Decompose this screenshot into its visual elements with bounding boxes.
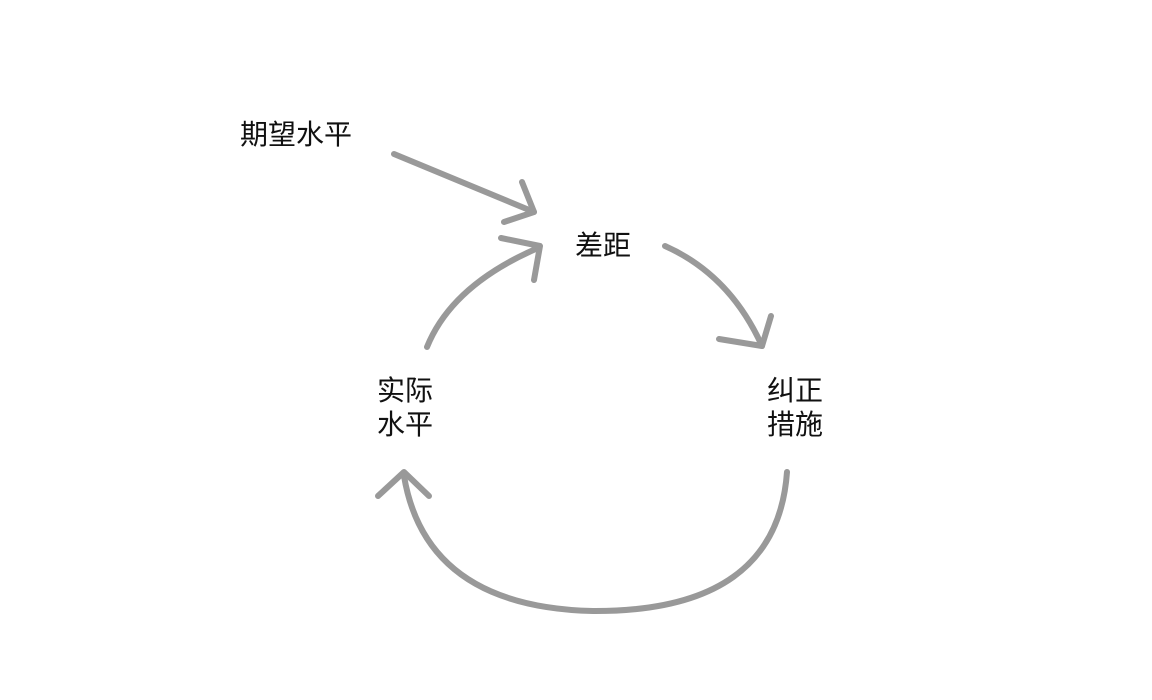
- arrowhead-actual-to-gap: [498, 235, 543, 283]
- node-actual-level-line-2: 水平: [377, 408, 434, 441]
- arrow-action-to-actual: [401, 469, 790, 615]
- arrow-expected-to-gap: [391, 151, 537, 215]
- arrowhead-gap-to-action: [716, 313, 774, 349]
- node-expected-level: 期望水平: [240, 118, 352, 152]
- arrowhead-expected-to-gap: [501, 179, 537, 225]
- node-actual-level-line-1: 实际: [377, 374, 434, 407]
- arrowhead-action-to-actual: [375, 469, 432, 499]
- node-corrective-action-line-1: 纠正: [767, 374, 824, 407]
- arrow-gap-to-action: [662, 243, 765, 349]
- node-corrective-action-line-2: 措施: [767, 408, 824, 441]
- arrow-actual-to-gap: [424, 245, 541, 350]
- node-gap-text: 差距: [575, 229, 632, 262]
- node-expected-level-text: 期望水平: [240, 118, 353, 151]
- node-gap: 差距: [575, 229, 631, 263]
- node-actual-level: 实际 水平: [377, 374, 433, 442]
- node-corrective-action: 纠正 措施: [767, 374, 823, 442]
